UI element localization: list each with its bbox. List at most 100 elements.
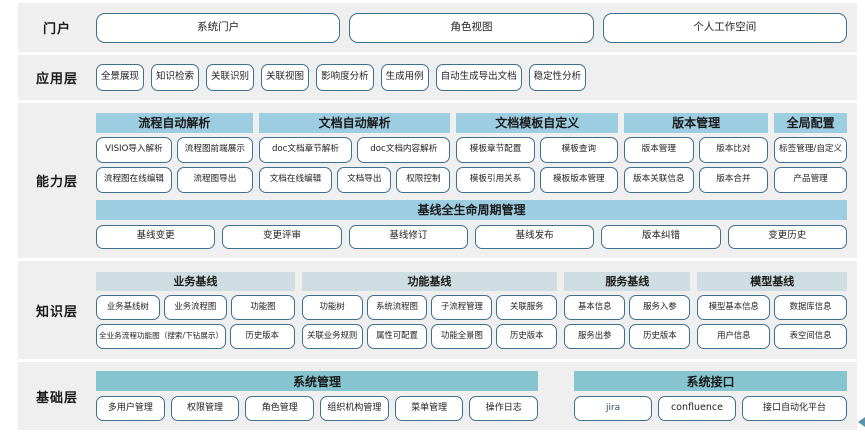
knowledge-group-row: 全业务流程功能图（搜索/下钻展示） 历史版本 <box>96 323 295 349</box>
know-item-basic-info[interactable]: 基本信息 <box>564 294 626 320</box>
know-item-model-basic-info[interactable]: 模型基本信息 <box>697 294 771 320</box>
lifecycle-item-change-history[interactable]: 变更历史 <box>727 224 847 249</box>
know-item-user-info[interactable]: 用户信息 <box>697 323 771 349</box>
base-item-interface-automation-platform[interactable]: 接口自动化平台 <box>741 396 847 421</box>
know-item-function-panorama[interactable]: 功能全景图 <box>431 323 493 349</box>
knowledge-group-title: 功能基线 <box>301 271 558 291</box>
knowledge-group-row: 模型基本信息 数据库信息 <box>697 294 848 320</box>
know-item-subprocess-management[interactable]: 子流程管理 <box>431 294 493 320</box>
portal-item-personal-workspace[interactable]: 个人工作空间 <box>602 12 847 43</box>
capability-group-row: 模板章节配置 模板查询 <box>456 136 619 163</box>
layer-label-knowledge: 知识层 <box>35 304 78 320</box>
lifecycle-item-change-review[interactable]: 变更评审 <box>222 224 342 249</box>
know-item-database-info[interactable]: 数据库信息 <box>774 294 848 320</box>
portal-item-list: 系统门户 角色视图 个人工作空间 <box>96 12 847 43</box>
base-item-permission-management[interactable]: 权限管理 <box>170 396 240 421</box>
knowledge-group-row: 用户信息 表空间信息 <box>697 323 848 349</box>
capability-group-row: 流程图在线编辑 流程图导出 <box>96 166 253 193</box>
capability-group-doc-parse: 文档自动解析 doc文档章节解析 doc文档内容解析 文档在线编辑 文档导出 权… <box>258 112 451 193</box>
know-item-service-input-params[interactable]: 服务入参 <box>629 294 691 320</box>
cap-item-version-relation-info[interactable]: 版本关联信息 <box>624 166 694 193</box>
cap-item-tag-management[interactable]: 标签管理/自定义 <box>774 136 848 163</box>
app-item-auto-export-doc[interactable]: 自动生成导出文档 <box>435 64 522 91</box>
know-item-related-business-rule[interactable]: 关联业务规则 <box>301 323 363 349</box>
capability-group-row: 版本关联信息 版本合并 <box>624 166 769 193</box>
app-item-panorama[interactable]: 全景展现 <box>96 64 145 91</box>
know-item-attribute-configurable[interactable]: 属性可配置 <box>366 323 428 349</box>
layer-row-portal: 门户 系统门户 角色视图 个人工作空间 <box>18 3 857 52</box>
foundation-group-system-management: 系统管理 多用户管理 权限管理 角色管理 组织机构管理 菜单管理 操作日志 <box>96 371 539 421</box>
cap-item-permission-control[interactable]: 权限控制 <box>396 166 451 193</box>
lifecycle-item-baseline-revision[interactable]: 基线修订 <box>348 224 468 249</box>
know-item-tablespace-info[interactable]: 表空间信息 <box>774 323 848 349</box>
portal-item-role-view[interactable]: 角色视图 <box>349 12 594 43</box>
know-item-history-version[interactable]: 历史版本 <box>229 323 295 349</box>
cap-item-version-merge[interactable]: 版本合并 <box>698 166 769 193</box>
knowledge-group-row: 关联业务规则 属性可配置 功能全景图 历史版本 <box>301 323 558 349</box>
capability-group-title: 版本管理 <box>624 112 769 133</box>
capability-group-version-mgmt: 版本管理 版本管理 版本比对 版本关联信息 版本合并 <box>624 112 769 193</box>
cap-item-template-reference[interactable]: 模板引用关系 <box>456 166 535 193</box>
cap-item-version-compare[interactable]: 版本比对 <box>698 136 769 163</box>
app-item-relation-view[interactable]: 关联视图 <box>261 64 310 91</box>
app-item-relation-recognition[interactable]: 关联识别 <box>206 64 255 91</box>
knowledge-group-title: 服务基线 <box>564 271 691 291</box>
portal-item-system-portal[interactable]: 系统门户 <box>96 12 341 43</box>
application-item-list: 全景展现 知识检索 关联识别 关联视图 影响度分析 生成用例 自动生成导出文档 … <box>96 64 847 91</box>
know-item-full-business-flow-function-chart[interactable]: 全业务流程功能图（搜索/下钻展示） <box>96 323 226 349</box>
cap-item-doc-content-parse[interactable]: doc文档内容解析 <box>357 136 451 163</box>
base-item-jira[interactable]: jira <box>574 396 652 421</box>
app-item-impact-analysis[interactable]: 影响度分析 <box>316 64 374 91</box>
layer-body-foundation: 系统管理 多用户管理 权限管理 角色管理 组织机构管理 菜单管理 操作日志 系统… <box>96 371 857 421</box>
layer-label-foundation: 基础层 <box>35 390 78 406</box>
know-item-function-tree[interactable]: 功能树 <box>301 294 363 320</box>
cap-item-flowchart-online-edit[interactable]: 流程图在线编辑 <box>96 166 172 193</box>
layer-row-foundation: 基础层 系统管理 多用户管理 权限管理 角色管理 组织机构管理 菜单管理 操作日… <box>18 362 857 430</box>
app-item-knowledge-search[interactable]: 知识检索 <box>151 64 200 91</box>
base-item-org-structure-management[interactable]: 组织机构管理 <box>320 396 389 421</box>
base-item-multi-user-management[interactable]: 多用户管理 <box>96 396 165 421</box>
cap-item-template-query[interactable]: 模板查询 <box>539 136 619 163</box>
lifecycle-item-list: 基线变更 变更评审 基线修订 基线发布 版本纠错 变更历史 <box>96 224 847 249</box>
base-item-confluence[interactable]: confluence <box>658 396 736 421</box>
base-item-operation-log[interactable]: 操作日志 <box>469 396 539 421</box>
cap-item-template-chapter-config[interactable]: 模板章节配置 <box>456 136 535 163</box>
foundation-group-grid: 系统管理 多用户管理 权限管理 角色管理 组织机构管理 菜单管理 操作日志 系统… <box>96 371 847 421</box>
know-item-function-chart[interactable]: 功能图 <box>231 294 295 320</box>
know-item-related-service[interactable]: 关联服务 <box>496 294 558 320</box>
cap-item-doc-export[interactable]: 文档导出 <box>337 166 392 193</box>
cap-item-flowchart-export[interactable]: 流程图导出 <box>176 166 253 193</box>
app-item-stability-analysis[interactable]: 稳定性分析 <box>528 64 587 91</box>
layer-body-application: 全景展现 知识检索 关联识别 关联视图 影响度分析 生成用例 自动生成导出文档 … <box>96 64 857 91</box>
app-item-generate-usecase[interactable]: 生成用例 <box>380 64 429 91</box>
base-item-role-management[interactable]: 角色管理 <box>245 396 315 421</box>
layer-row-application: 应用层 全景展现 知识检索 关联识别 关联视图 影响度分析 生成用例 自动生成导… <box>18 55 857 100</box>
know-item-history-version[interactable]: 历史版本 <box>629 323 691 349</box>
know-item-system-flowchart[interactable]: 系统流程图 <box>366 294 428 320</box>
knowledge-group-row: 基本信息 服务入参 <box>564 294 691 320</box>
lifecycle-item-baseline-change[interactable]: 基线变更 <box>96 224 216 249</box>
capability-group-row: 产品管理 <box>774 166 848 193</box>
foundation-group-system-interface: 系统接口 jira confluence 接口自动化平台 <box>574 371 847 421</box>
lifecycle-item-version-correction[interactable]: 版本纠错 <box>601 224 721 249</box>
cap-item-template-version-mgmt[interactable]: 模板版本管理 <box>539 166 619 193</box>
cap-item-flowchart-frontend-display[interactable]: 流程图前端展示 <box>176 136 253 163</box>
know-item-business-flowchart[interactable]: 业务流程图 <box>163 294 228 320</box>
capability-group-row: VISIO导入解析 流程图前端展示 <box>96 136 253 163</box>
cap-item-product-management[interactable]: 产品管理 <box>774 166 848 193</box>
cap-item-doc-online-edit[interactable]: 文档在线编辑 <box>258 166 333 193</box>
lifecycle-item-baseline-release[interactable]: 基线发布 <box>474 224 595 249</box>
foundation-group-title: 系统接口 <box>574 371 847 391</box>
cap-item-version-management[interactable]: 版本管理 <box>624 136 694 163</box>
base-item-menu-management[interactable]: 菜单管理 <box>394 396 464 421</box>
know-item-history-version[interactable]: 历史版本 <box>496 323 558 349</box>
knowledge-group-business-baseline: 业务基线 业务基线树 业务流程图 功能图 全业务流程功能图（搜索/下钻展示） 历… <box>96 271 295 349</box>
cap-item-doc-chapter-parse[interactable]: doc文档章节解析 <box>258 136 353 163</box>
know-item-business-baseline-tree[interactable]: 业务基线树 <box>96 294 160 320</box>
know-item-service-output-params[interactable]: 服务出参 <box>564 323 626 349</box>
cap-item-visio-import-parse[interactable]: VISIO导入解析 <box>96 136 172 163</box>
capability-group-global-config: 全局配置 标签管理/自定义 产品管理 <box>774 112 848 193</box>
foundation-group-title: 系统管理 <box>96 371 539 391</box>
knowledge-group-row: 业务基线树 业务流程图 功能图 <box>96 294 295 320</box>
